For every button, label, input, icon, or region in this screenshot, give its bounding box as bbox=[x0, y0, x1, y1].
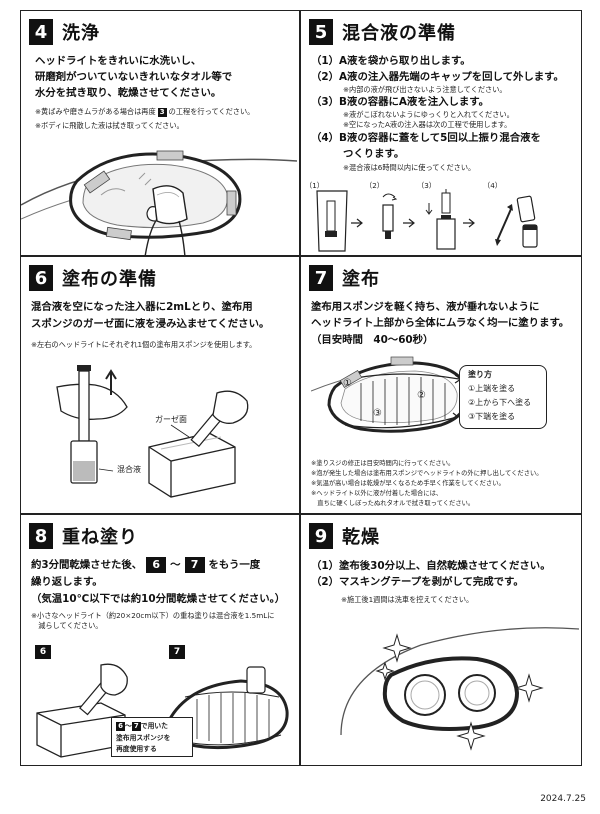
note-line: ※空になったA液の注入器は次の工程で使用します。 bbox=[343, 120, 512, 129]
instruction-line: （2）A液の注入器先端のキャップを回して外します。 bbox=[311, 71, 564, 83]
note-line: 直ちに硬くしぼったぬれタオルで拭き取ってください。 bbox=[311, 500, 475, 507]
instruction-line: 研磨剤がついていないきれいなタオル等で bbox=[35, 71, 233, 83]
instruction-line: 塗布用スポンジを軽く持ち、液が垂れないように bbox=[311, 301, 540, 313]
panel-step-6: 6 塗布の準備 混合液を空になった注入器に2mLとり、塗布用 スポンジのガーゼ面… bbox=[20, 256, 300, 514]
callout-item: ③下端を塗る bbox=[468, 412, 516, 421]
step-ref-badge: 7 bbox=[131, 721, 141, 731]
step-header: 4 洗浄 bbox=[29, 18, 100, 46]
panel-step-4: 4 洗浄 ヘッドライトをきれいに水洗いし、 研磨剤がついていないきれいなタオル等… bbox=[20, 10, 300, 256]
instruction-line: （1）A液を袋から取り出します。 bbox=[311, 55, 471, 67]
note-line: ※塗りスジの修正は目安時間内に行ってください。 bbox=[311, 460, 455, 467]
mixing-steps-illustration bbox=[316, 189, 538, 252]
step-title: 塗布 bbox=[342, 269, 380, 290]
tilde: 〜 bbox=[125, 722, 132, 730]
recoat-illustration bbox=[36, 663, 289, 758]
step-number: 5 bbox=[309, 19, 333, 45]
diagram-label: ガーゼ面 bbox=[155, 415, 187, 424]
note-text: の工程を行ってください。 bbox=[168, 107, 255, 116]
step-title: 乾燥 bbox=[342, 527, 380, 548]
instruction-line: （目安時間 40〜60秒） bbox=[311, 334, 434, 346]
instruction-line: （気温10℃以下では約10分間乾燥させてください。） bbox=[31, 593, 286, 605]
figure-step-label: （4） bbox=[483, 181, 502, 190]
instruction-line: ヘッドライト上部から全体にムラなく均一に塗ります。 bbox=[311, 317, 570, 329]
instruction-line: スポンジのガーゼ面に液を浸み込ませてください。 bbox=[31, 318, 270, 330]
headlight-washing-illustration bbox=[21, 150, 298, 255]
instruction-line: （1）塗布後30分以上、自然乾燥させてください。 bbox=[311, 560, 551, 572]
document-date: 2024.7.25 bbox=[540, 794, 586, 804]
figure-step-label: （3） bbox=[417, 181, 436, 190]
note-line: ※小さなヘッドライト（約20×20cm以下）の重ね塗りは混合液を1.5mLに bbox=[31, 611, 275, 620]
step-header: 6 塗布の準備 bbox=[29, 264, 157, 292]
step-header: 5 混合液の準備 bbox=[309, 18, 456, 46]
step-number: 8 bbox=[29, 523, 53, 549]
callout-title: 塗り方 bbox=[468, 370, 492, 379]
note-text: ※黄ばみや磨きムラがある場合は再度 bbox=[35, 107, 156, 116]
callout-item: ①上端を塗る bbox=[468, 384, 516, 393]
step-number: 7 bbox=[309, 265, 333, 291]
instruction-line: 混合液を空になった注入器に2mLとり、塗布用 bbox=[31, 301, 253, 313]
callout-line: 再度使用する bbox=[116, 745, 157, 753]
note-line: ※液がこぼれないようにゆっくりと入れてください。 bbox=[343, 110, 514, 119]
step-ref-badge: 3 bbox=[157, 107, 167, 117]
step-number: 4 bbox=[29, 19, 53, 45]
step-mark: ③ bbox=[373, 408, 382, 419]
step-title: 重ね塗り bbox=[62, 527, 138, 548]
instruction-line: つくります。 bbox=[343, 148, 405, 160]
step-ref-badge: 7 bbox=[184, 557, 205, 573]
finished-headlight-illustration bbox=[340, 627, 580, 751]
note-line: ※混合液は6時間以内に使ってください。 bbox=[343, 163, 476, 172]
step-ref-badge: 6 bbox=[116, 721, 125, 731]
application-pattern-illustration bbox=[311, 356, 469, 433]
note-line: ※気温が高い場合は乾燥が早くなるため手早く作業をしてください。 bbox=[311, 480, 505, 487]
instruction-line: （2）マスキングテープを剥がして完成です。 bbox=[311, 576, 524, 588]
instruction-line: 水分を拭き取り、乾燥させてください。 bbox=[35, 87, 222, 99]
figure-step-label: （1） bbox=[305, 181, 324, 190]
how-to-callout: 塗り方 ①上端を塗る ②上から下へ塗る ③下端を塗る bbox=[459, 365, 547, 429]
panel-step-7: 7 塗布 塗布用スポンジを軽く持ち、液が垂れないように ヘッドライト上部から全体… bbox=[300, 256, 582, 514]
figure-step-label: （2） bbox=[365, 181, 384, 190]
callout-item: ②上から下へ塗る bbox=[468, 398, 532, 407]
note-line: ※ヘッドライト以外に液が付着した場合には、 bbox=[311, 490, 443, 497]
step-ref-badge: 6 bbox=[146, 557, 167, 573]
tilde: 〜 bbox=[170, 559, 181, 571]
callout-line: 塗布用スポンジを bbox=[116, 734, 171, 742]
step-title: 混合液の準備 bbox=[342, 23, 456, 44]
note-line: ※左右のヘッドライトにそれぞれ1個の塗布用スポンジを使用します。 bbox=[31, 340, 257, 349]
step-mark: ② bbox=[417, 390, 426, 401]
note-line: ※内部の液が飛び出さないよう注意してください。 bbox=[343, 85, 507, 94]
syringe-and-sponge-illustration bbox=[56, 365, 249, 498]
step-mark: ① bbox=[343, 378, 352, 389]
instruction-line: （3）B液の容器にA液を注入します。 bbox=[311, 96, 490, 108]
step-title: 塗布の準備 bbox=[62, 269, 157, 290]
step-header: 8 重ね塗り bbox=[29, 522, 138, 550]
note-line: ※施工後1週間は洗車を控えてください。 bbox=[341, 595, 474, 604]
figure-badge: 6 bbox=[35, 645, 51, 659]
callout-text: で用いた bbox=[140, 722, 168, 730]
instruction-text: をもう一度 bbox=[208, 559, 261, 571]
instruction-line: 繰り返します。 bbox=[31, 576, 103, 588]
figure-badge: 7 bbox=[169, 645, 185, 659]
panel-step-5: 5 混合液の準備 （1）A液を袋から取り出します。 （2）A液の注入器先端のキャ… bbox=[300, 10, 582, 256]
instruction-line: ヘッドライトをきれいに水洗いし、 bbox=[35, 55, 202, 67]
note-line: ※泡が発生した場合は塗布用スポンジでヘッドライトの外に押し出してください。 bbox=[311, 470, 543, 477]
diagram-label: 混合液 bbox=[117, 465, 141, 474]
step-header: 7 塗布 bbox=[309, 264, 380, 292]
step-number: 6 bbox=[29, 265, 53, 291]
step-number: 9 bbox=[309, 523, 333, 549]
instruction-line: （4）B液の容器に蓋をして5回以上振り混合液を bbox=[311, 132, 541, 144]
instruction-text: 約3分間乾燥させた後、 bbox=[31, 559, 143, 571]
note-line: 減らしてください。 bbox=[31, 621, 103, 630]
step-header: 9 乾燥 bbox=[309, 522, 380, 550]
panel-step-9: 9 乾燥 （1）塗布後30分以上、自然乾燥させてください。 （2）マスキングテー… bbox=[300, 514, 582, 766]
note-line: ※ボディに飛散した液は拭き取ってください。 bbox=[35, 121, 184, 130]
step-title: 洗浄 bbox=[62, 23, 100, 44]
